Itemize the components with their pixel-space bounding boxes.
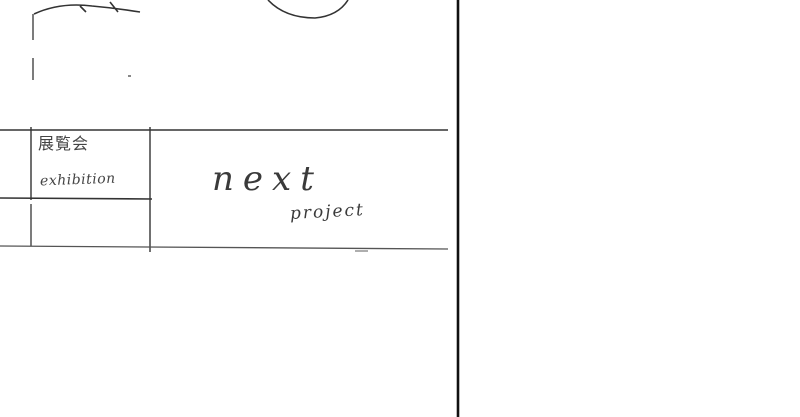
top-left-sketch-stroke xyxy=(33,1,141,15)
exhibition-label-japanese: 展覧会 xyxy=(38,134,90,153)
exhibition-label-english: exhibition xyxy=(39,170,116,190)
cell-bottom-border xyxy=(0,197,153,200)
lower-horizontal-line xyxy=(0,245,449,250)
circle-fragment xyxy=(267,0,349,19)
project-word: project xyxy=(289,200,366,224)
next-word: next xyxy=(212,159,323,199)
